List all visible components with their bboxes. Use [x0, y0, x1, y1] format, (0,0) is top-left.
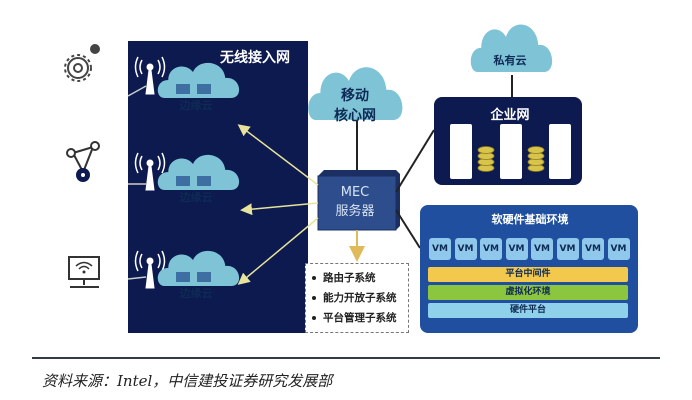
mec-server-label-line2: 服务器: [335, 204, 375, 219]
wifi-monitor-icon: [68, 256, 100, 288]
layer-middleware: 平台中间件: [428, 267, 628, 282]
database-icon: [527, 146, 545, 172]
edge-server-icon: [176, 272, 190, 282]
network-nodes-icon: [66, 141, 100, 182]
edge-server-icon: [176, 176, 190, 186]
enterprise-network-title: 企业网: [490, 108, 530, 123]
edge-server-icon: [197, 272, 211, 282]
mec-server-box: [317, 175, 397, 231]
vm-box: VM: [505, 238, 528, 260]
subsystem-item: 能力开放子系统: [312, 290, 397, 305]
arrow-to-edge-cloud-1: [237, 124, 319, 186]
edge-cloud-label: 边缘云: [179, 191, 213, 204]
bullet-icon: [312, 316, 316, 320]
divider-line: [32, 357, 660, 359]
radio-tower-icon-2: [134, 152, 166, 191]
vm-box: VM: [454, 238, 477, 260]
source-caption: 资料来源：Intel，中信建投证券研究发展部: [42, 372, 333, 390]
subsystem-label: 平台管理子系统: [323, 312, 397, 324]
mec-server-label: MEC 服务器: [320, 183, 390, 221]
bullet-icon: [312, 296, 316, 300]
vm-box: VM: [480, 238, 502, 260]
infrastructure-title: 软硬件基础环境: [491, 213, 569, 226]
wireless-access-network-title: 无线接入网: [220, 50, 290, 66]
gear-icon: [64, 44, 100, 82]
subsystem-item: 平台管理子系统: [312, 310, 397, 325]
vm-box: VM: [531, 238, 553, 260]
mec-server-label-line1: MEC: [340, 185, 370, 200]
mobile-core-label-line2: 核心网: [334, 108, 376, 124]
enterprise-server-icon: [450, 124, 472, 179]
edge-cloud-label: 边缘云: [179, 287, 213, 300]
vm-box: VM: [582, 238, 604, 260]
edge-server-icon: [197, 176, 211, 186]
bullet-icon: [312, 276, 316, 280]
mobile-core-label: 移动 核心网: [315, 86, 395, 126]
mec-to-enterprise-line: [395, 129, 435, 193]
radio-tower-icon-3: [134, 250, 166, 289]
mec-to-infrastructure-line: [395, 209, 421, 249]
enterprise-server-icon: [549, 124, 571, 179]
radio-tower-icon-1: [134, 56, 166, 95]
mec-subsystems-box: 路由子系统 能力开放子系统 平台管理子系统: [305, 263, 409, 333]
private-cloud-label: 私有云: [493, 54, 527, 67]
arrow-to-edge-cloud-2: [240, 202, 319, 216]
edge-server-icon: [197, 84, 211, 94]
layer-virtualization: 虚拟化环境: [428, 285, 628, 300]
subsystem-item: 路由子系统: [312, 270, 376, 285]
mobile-core-label-line1: 移动: [341, 88, 369, 104]
database-icon: [477, 146, 495, 172]
arrow-to-edge-cloud-3: [237, 217, 319, 285]
vm-box: VM: [607, 238, 630, 260]
subsystem-label: 路由子系统: [323, 272, 376, 284]
enterprise-server-icon: [500, 124, 522, 179]
layer-hardware: 硬件平台: [428, 303, 628, 318]
vm-box: VM: [556, 238, 579, 260]
edge-cloud-label: 边缘云: [179, 99, 213, 112]
edge-server-icon: [176, 84, 190, 94]
subsystem-label: 能力开放子系统: [323, 292, 397, 304]
vm-box: VM: [429, 238, 451, 260]
